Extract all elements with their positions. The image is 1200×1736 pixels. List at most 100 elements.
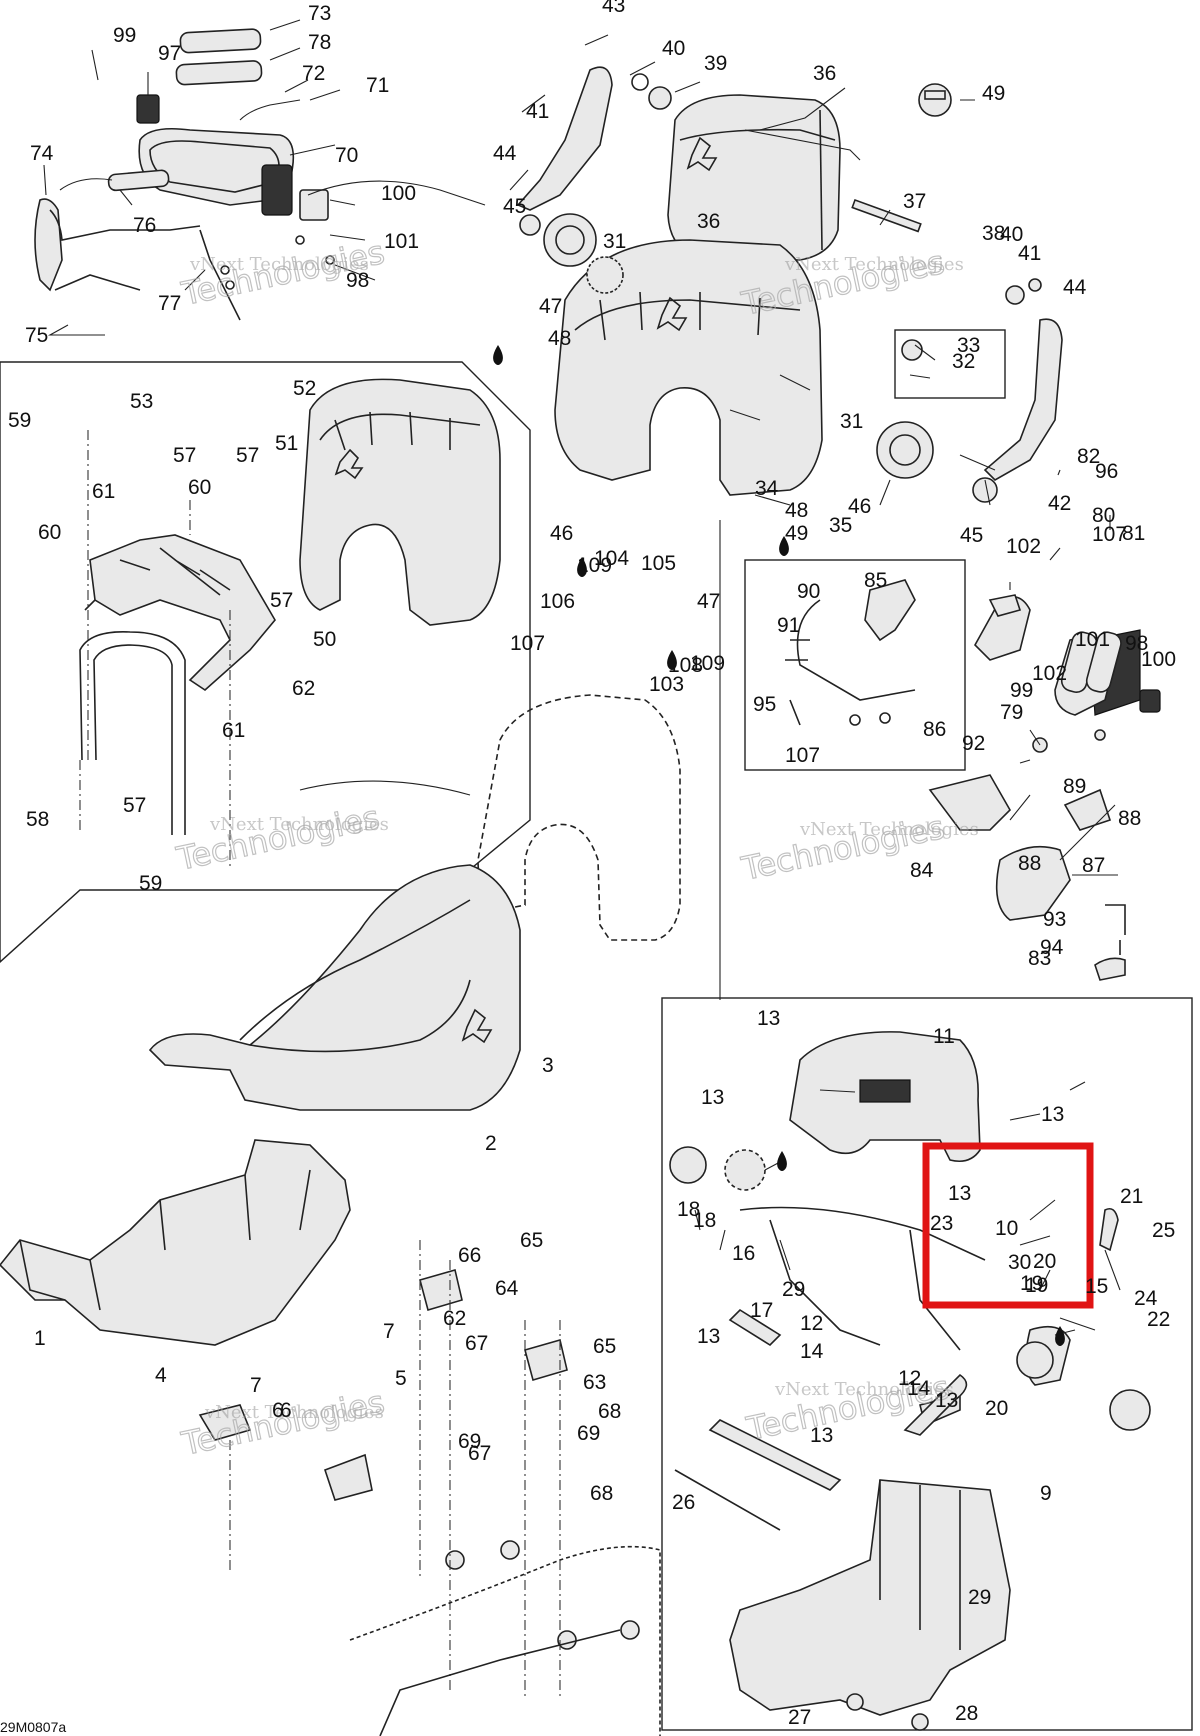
part-number-label: 27 [788,1706,811,1729]
part-number-label: 109 [690,652,725,675]
part-number-label: 78 [308,31,331,54]
part-number-label: 22 [1147,1308,1170,1331]
part-number-label: 88 [1118,807,1141,830]
seat-base-bracket [0,1139,351,1346]
part-number-label: 57 [173,444,196,467]
part-number-label: 26 [672,1491,695,1514]
part-number-label: 31 [603,230,626,253]
frame-bottom [349,1545,661,1736]
backrest-frame [84,534,276,692]
part-number-label: 38 [982,222,1005,245]
part-number-label: 100 [1141,648,1176,671]
part-number-label: 98 [1125,632,1148,655]
part-number-label: 29 [782,1278,805,1301]
part-number-label: 39 [704,52,727,75]
part-number-label: 13 [701,1086,724,1109]
lubricant-drop-icons [493,345,1065,1346]
part-number-label: 75 [25,324,48,347]
part-number-label: 44 [493,142,517,165]
part-number-label: 41 [1018,242,1041,265]
part-number-label: 13 [1041,1103,1064,1126]
part-number-label: 97 [158,42,181,65]
part-number-label: 65 [593,1335,616,1358]
part-number-label: 87 [1082,854,1105,877]
passenger-backrest-cushion [299,378,501,626]
part-number-label: 79 [1000,701,1023,724]
part-number-label: 105 [641,552,676,575]
drop-icon [493,345,503,365]
part-number-label: 49 [982,82,1005,105]
seat-base-lower [729,1479,1011,1731]
left-dashlines [79,430,231,870]
part-number-label: 64 [495,1277,519,1300]
part-number-label: 20 [1033,1250,1056,1273]
part-number-label: 57 [270,589,293,612]
part-number-label: 67 [465,1332,488,1355]
part-number-label: 13 [757,1007,780,1030]
part-number-label: 11 [933,1025,955,1048]
part-number-label: 28 [955,1702,978,1725]
part-number-label: 49 [785,522,808,545]
part-number-label: 37 [903,190,926,213]
backrest-arm-right [876,278,1063,503]
part-number-label: 60 [38,521,61,544]
part-number-label: 88 [1018,852,1041,875]
detail-box-harness [744,559,966,771]
svg-text:vNext Technologies: vNext Technologies [799,819,979,840]
part-number-label: 20 [985,1397,1008,1420]
part-number-label: 6 [280,1399,292,1422]
part-number-label: 10 [995,1217,1018,1240]
part-number-label: 62 [292,677,315,700]
part-number-label: 34 [755,477,779,500]
part-number-label: 76 [133,214,156,237]
part-number-label: 3 [542,1054,554,1077]
part-number-label: 40 [662,37,685,60]
part-number-label: 68 [590,1482,613,1505]
drop-icon [779,536,789,556]
part-number-label: 33 [957,334,980,357]
part-number-label: 19 [1025,1274,1048,1297]
mech-cover [789,1031,981,1163]
part-number-label: 46 [848,495,871,518]
loop-bar [79,631,186,835]
part-number-label: 45 [960,524,983,547]
part-number-label: 91 [777,614,800,637]
part-number-label: 73 [308,2,331,25]
handle-assembly-topleft [34,28,486,321]
part-number-label: 35 [829,514,852,537]
part-number-label: 99 [1010,679,1033,702]
part-number-label: 19 [1020,1272,1043,1295]
drawing-code: 29M0807a [0,1719,66,1735]
drop-icon [777,1151,787,1171]
part-number-label: 48 [785,499,808,522]
part-number-label: 61 [92,480,115,503]
svg-text:Technologies: Technologies [178,1383,388,1463]
svg-text:Technologies: Technologies [173,798,383,878]
part-number-label: 57 [123,794,146,817]
part-number-label: 96 [1095,460,1118,483]
part-number-label: 80 [1092,504,1115,527]
part-number-label: 66 [458,1244,481,1267]
part-number-label: 24 [1134,1287,1158,1310]
part-number-label: 85 [864,569,887,592]
part-number-label: 102 [1006,535,1041,558]
svg-text:vNext Technologies: vNext Technologies [204,1402,384,1423]
part-number-label: 103 [649,673,684,696]
part-number-label: 82 [1077,445,1100,468]
part-number-label: 2 [485,1132,497,1155]
part-number-label: 95 [753,693,776,716]
right-controls [928,594,1161,981]
part-number-label: 47 [539,295,562,318]
part-number-label: 109 [577,554,612,577]
part-number-label: 53 [130,390,153,413]
part-number-label: 13 [948,1182,971,1205]
passenger-seat-outline-dashed [477,694,681,941]
part-number-label: 21 [1120,1185,1143,1208]
backrest-arm-left [516,66,613,211]
part-number-label: 71 [366,74,389,97]
part-number-label: 45 [503,195,526,218]
part-number-label: 29 [968,1586,991,1609]
drop-icon [667,650,677,670]
driver-seat-upper [554,239,823,496]
